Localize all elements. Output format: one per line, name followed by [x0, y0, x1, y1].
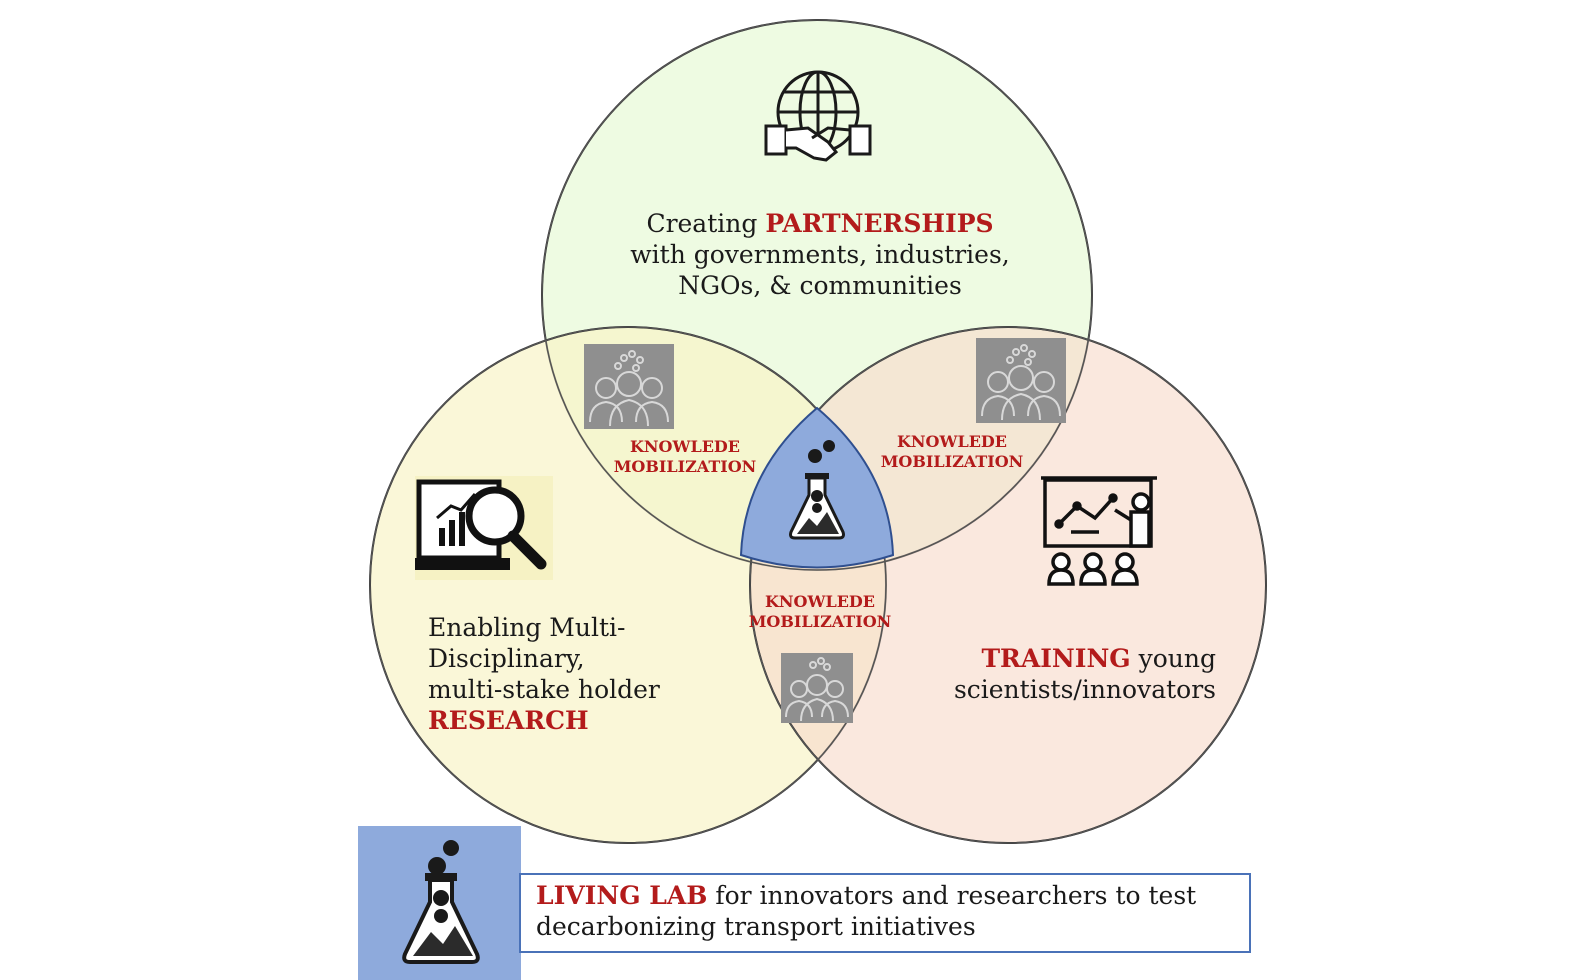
research-text: Enabling Multi- Disciplinary, multi-stak… — [428, 613, 660, 735]
people-network-icon — [584, 344, 674, 429]
flask-transport-icon — [402, 840, 480, 964]
partnerships-text: Creating PARTNERSHIPS with governments, … — [630, 209, 1010, 300]
legend-accent: LIVING LAB — [536, 881, 708, 910]
legend-description: for innovators and researchers to test d… — [536, 881, 1197, 941]
globe-handshake-icon — [764, 70, 872, 162]
knowledge-mobilization-label: KNOWLEDE MOBILIZATION — [880, 432, 1024, 471]
training-text: TRAINING young scientists/innovators — [953, 644, 1216, 704]
knowledge-mobilization-label: KNOWLEDE MOBILIZATION — [748, 592, 892, 631]
people-network-icon — [781, 653, 853, 723]
flask-transport-icon — [789, 440, 845, 540]
legend-box — [519, 873, 1251, 953]
legend-text: LIVING LAB for innovators and researcher… — [536, 880, 1236, 942]
legend-flask-tile — [358, 826, 521, 980]
analytics-magnifier-icon — [415, 476, 553, 580]
knowledge-mobilization-label: KNOWLEDE MOBILIZATION — [613, 437, 757, 476]
teacher-board-icon — [1041, 476, 1157, 586]
people-network-icon — [976, 338, 1066, 423]
